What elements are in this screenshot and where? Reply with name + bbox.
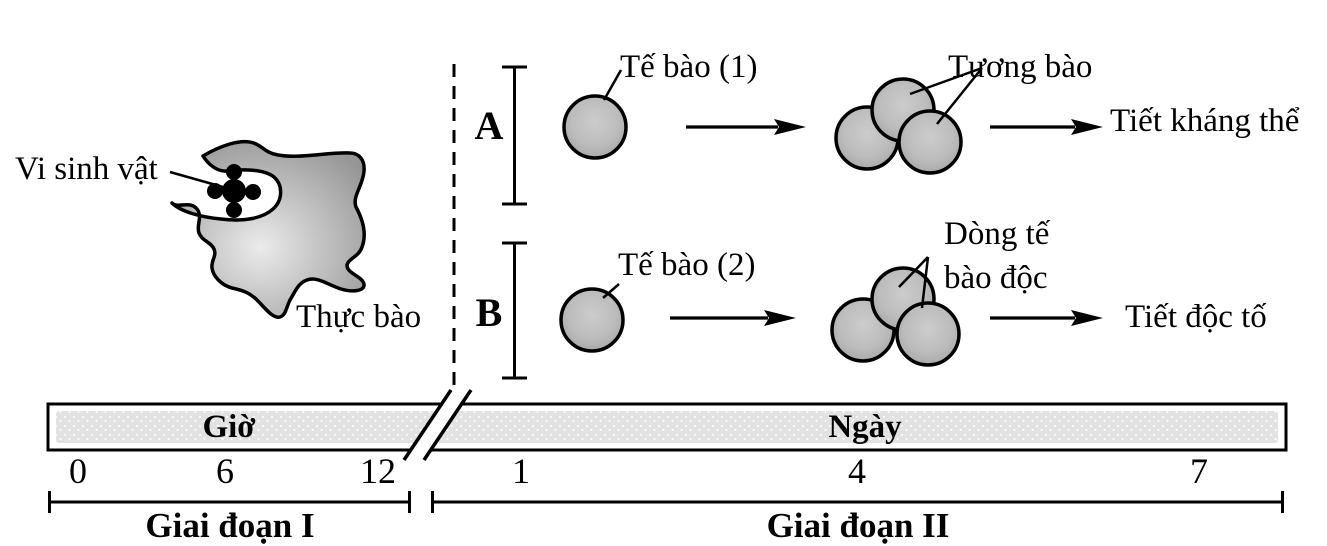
plasma-cell-cluster (834, 77, 963, 175)
toxin-secretion-label: Tiết độc tố (1125, 299, 1267, 335)
plasma-cell-label: Tương bào (948, 49, 1093, 85)
hours-tick-0: 0 (69, 451, 87, 491)
stage1-label: Giai đoạn I (145, 506, 315, 545)
antibody-secretion-label: Tiết kháng thể (1110, 103, 1300, 139)
microbe-icon (207, 164, 261, 218)
stage2-range-bracket (431, 491, 1284, 513)
microbe-label: Vi sinh vật (15, 151, 158, 187)
arrow-b1-icon (670, 310, 796, 326)
days-tick-1: 1 (512, 451, 530, 491)
stage2-label: Giai đoạn II (766, 506, 950, 545)
axis-break-icon (402, 389, 473, 461)
cell-2-shape (559, 287, 625, 353)
cell-1-pointer-line (602, 69, 623, 101)
days-tick-4: 4 (848, 451, 866, 491)
stage1-range-bracket (48, 491, 411, 513)
hours-tick-12: 12 (360, 451, 396, 491)
cell-1-shape (562, 94, 628, 160)
axis-break-gap (404, 390, 471, 460)
cell-1-label: Tế bào (1) (620, 49, 758, 85)
hours-unit-label: Giờ (202, 409, 256, 445)
plasma-cell-pointer-lines (909, 66, 983, 125)
days-unit-label: Ngày (828, 409, 902, 445)
phagocyte-shape (170, 139, 366, 319)
cytotoxic-cell-label-line1: Dòng tế (944, 216, 1050, 252)
days-tick-7: 7 (1190, 451, 1208, 491)
cytotoxic-cell-pointer-lines (898, 256, 930, 309)
microbe-pointer-line (169, 170, 224, 189)
arrow-a1-icon (686, 119, 806, 135)
cell-2-pointer-line (602, 283, 620, 299)
cytotoxic-cell-label: Dòng tế bào độc (944, 212, 1049, 300)
bracket-a (502, 65, 527, 206)
arrow-b2-icon (990, 310, 1103, 326)
bracket-b (502, 241, 527, 380)
cytotoxic-cell-label-line2: bào độc (944, 260, 1048, 296)
arrow-a2-icon (990, 119, 1103, 135)
pathway-a-letter: A (474, 103, 504, 148)
pathway-b-letter: B (475, 290, 503, 335)
cytotoxic-cell-cluster (830, 266, 961, 367)
hours-tick-6: 6 (216, 451, 234, 491)
timeline-bar-band (56, 411, 1278, 443)
phagocyte-label: Thực bào (296, 299, 422, 335)
cell-2-label: Tế bào (2) (618, 247, 756, 283)
